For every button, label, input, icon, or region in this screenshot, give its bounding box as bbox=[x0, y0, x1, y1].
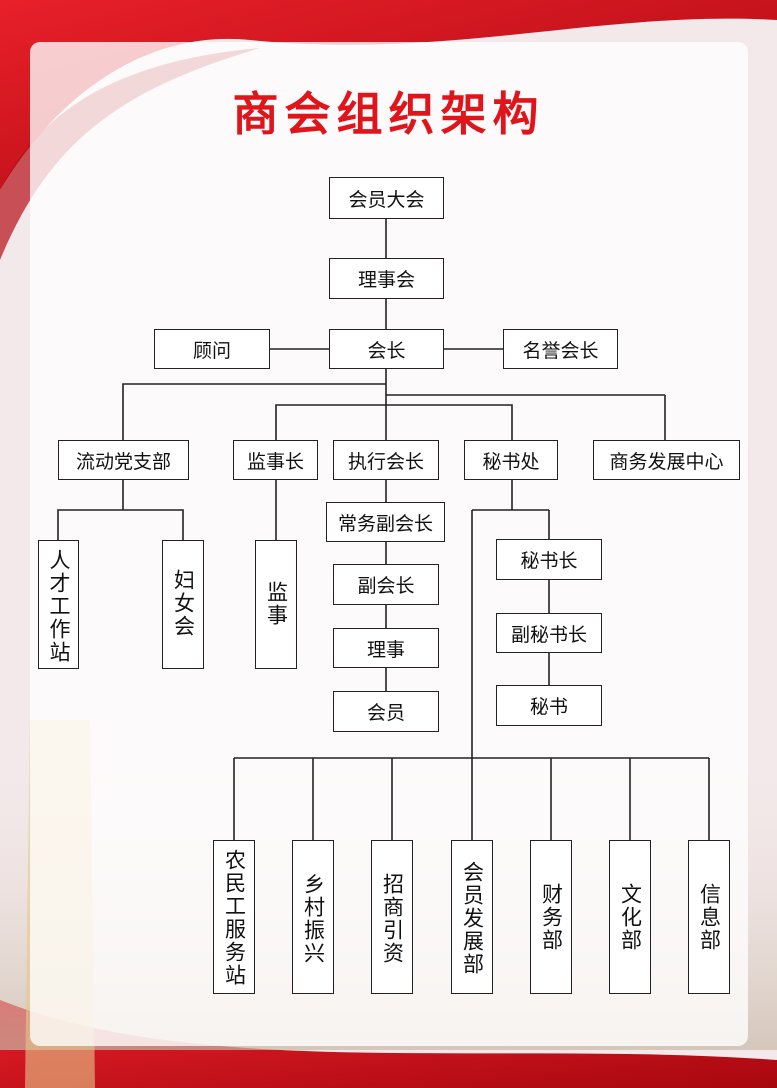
node-advisor: 顾问 bbox=[154, 329, 270, 369]
node-dept-migrant-workers: 农民工服务站 bbox=[213, 840, 255, 994]
node-chief-supervisor: 监事长 bbox=[233, 440, 318, 480]
node-party-branch: 流动党支部 bbox=[58, 440, 189, 480]
node-supervisor-label: 监事 bbox=[264, 581, 289, 627]
node-dept-culture: 文化部 bbox=[609, 840, 651, 994]
node-dept-culture-label: 文化部 bbox=[618, 883, 643, 952]
node-dept-investment: 招商引资 bbox=[371, 840, 413, 994]
node-dept-migrant-workers-label: 农民工服务站 bbox=[222, 849, 247, 987]
page-title: 商会组织架构 bbox=[232, 87, 545, 141]
node-dept-rural-revitalization: 乡村振兴 bbox=[292, 840, 334, 994]
node-secretary-general: 秘书长 bbox=[496, 539, 602, 580]
node-dept-finance-label: 财务部 bbox=[539, 883, 564, 952]
node-director: 理事 bbox=[333, 628, 439, 668]
node-honorary-president: 名誉会长 bbox=[503, 329, 618, 369]
node-dept-information: 信息部 bbox=[688, 840, 730, 994]
node-vice-president: 副会长 bbox=[333, 564, 439, 605]
node-deputy-secretary-general: 副秘书长 bbox=[496, 613, 602, 653]
node-dept-member-development-label: 会员发展部 bbox=[460, 861, 485, 976]
node-executive-president: 执行会长 bbox=[333, 440, 439, 480]
node-member-assembly: 会员大会 bbox=[329, 177, 444, 219]
node-president: 会长 bbox=[329, 329, 444, 369]
node-standing-vice-president: 常务副会长 bbox=[326, 502, 445, 542]
node-supervisor: 监事 bbox=[255, 540, 297, 669]
node-dept-finance: 财务部 bbox=[530, 840, 572, 994]
node-member: 会员 bbox=[333, 691, 439, 732]
node-secretariat: 秘书处 bbox=[464, 440, 558, 480]
node-talent-station: 人才工作站 bbox=[38, 540, 79, 669]
node-dept-investment-label: 招商引资 bbox=[380, 873, 405, 965]
node-dept-rural-revitalization-label: 乡村振兴 bbox=[301, 873, 326, 965]
node-business-center: 商务发展中心 bbox=[593, 440, 740, 480]
node-dept-member-development: 会员发展部 bbox=[451, 840, 493, 994]
node-womens-association: 妇女会 bbox=[162, 540, 204, 669]
node-secretary: 秘书 bbox=[496, 685, 602, 726]
node-talent-station-label: 人才工作站 bbox=[47, 549, 71, 664]
node-womens-association-label: 妇女会 bbox=[171, 569, 196, 638]
node-council: 理事会 bbox=[329, 258, 444, 299]
node-dept-information-label: 信息部 bbox=[697, 883, 722, 952]
